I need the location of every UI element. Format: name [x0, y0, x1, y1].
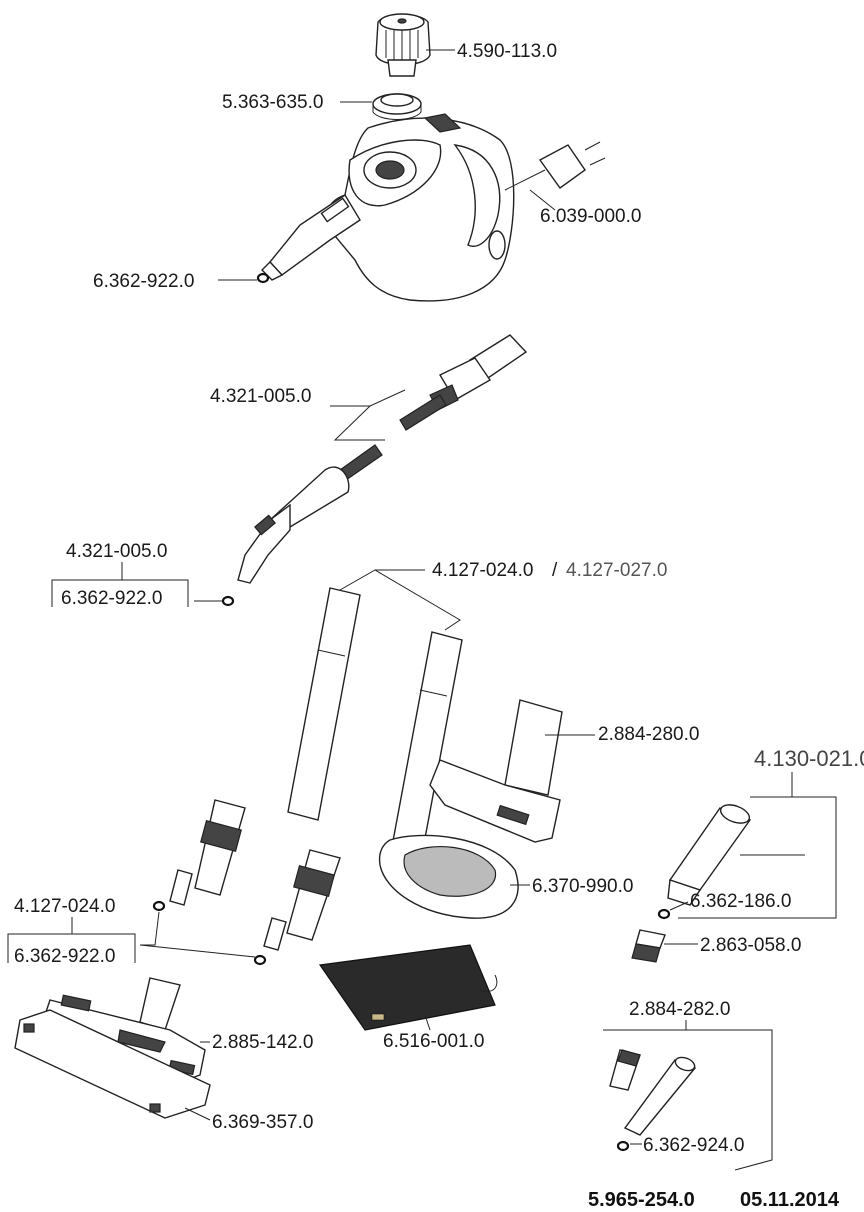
o-ring-body	[256, 272, 270, 284]
sealing-ring	[372, 93, 422, 120]
label-ext-group: 2.884-282.0	[629, 999, 730, 1020]
extension-nozzle-long	[623, 1056, 697, 1136]
label-bag: 6.516-001.0	[383, 1031, 484, 1052]
hose-handle	[237, 444, 383, 584]
extension-tube-left	[169, 587, 361, 906]
cloth-cover	[378, 834, 519, 919]
floor-nozzle	[39, 977, 206, 1083]
o-ring-detail	[657, 908, 671, 920]
power-cord-plug	[504, 141, 606, 191]
label-tube-box-title: 4.127-024.0	[14, 896, 115, 917]
knob-cap	[375, 13, 431, 77]
o-ring-extension	[616, 1140, 630, 1152]
label-tube-group-a: 4.127-024.0	[432, 560, 533, 581]
label-knob: 4.590-113.0	[457, 41, 557, 62]
extension-tube-right	[263, 631, 463, 951]
label-hand-nozzle: 2.884-280.0	[598, 724, 699, 745]
hose-coupling	[399, 334, 528, 431]
label-tube-group-b: 4.127-027.0	[566, 560, 667, 581]
extension-nozzle-short	[609, 1049, 641, 1091]
floor-cloth	[14, 1009, 211, 1119]
label-cord: 6.039-000.0	[540, 206, 641, 227]
mesh-storage-bag	[318, 944, 498, 1031]
label-floor-cloth: 6.369-357.0	[212, 1112, 313, 1133]
label-ext-oring: 6.362-924.0	[643, 1135, 744, 1156]
label-seal: 5.363-635.0	[222, 92, 323, 113]
label-detail-group: 4.130-021.0	[754, 746, 864, 771]
label-hose-box-title: 4.321-005.0	[66, 541, 167, 562]
detail-nozzle	[667, 804, 752, 906]
label-oring-body: 6.362-922.0	[93, 271, 194, 292]
label-hose-box-oring: 6.362-922.0	[61, 588, 162, 609]
label-cloth-cover: 6.370-990.0	[532, 876, 633, 897]
o-ring-tube-right	[253, 954, 267, 966]
label-tube-group-sep: /	[552, 560, 558, 581]
label-brush: 2.863-058.0	[700, 935, 801, 956]
label-detail-oring: 6.362-186.0	[690, 891, 791, 912]
steam-cleaner-body	[261, 113, 515, 302]
footer-doc-number: 5.965-254.0	[588, 1189, 695, 1211]
label-hose-group: 4.321-005.0	[210, 386, 311, 407]
o-ring-hose	[221, 595, 235, 607]
label-tube-box-oring: 6.362-922.0	[14, 946, 115, 967]
footer-date: 05.11.2014	[740, 1189, 840, 1211]
hand-nozzle	[429, 699, 563, 843]
label-floor-nozzle: 2.885-142.0	[212, 1032, 313, 1053]
o-ring-tube-left	[152, 900, 166, 912]
round-brush	[631, 929, 666, 963]
